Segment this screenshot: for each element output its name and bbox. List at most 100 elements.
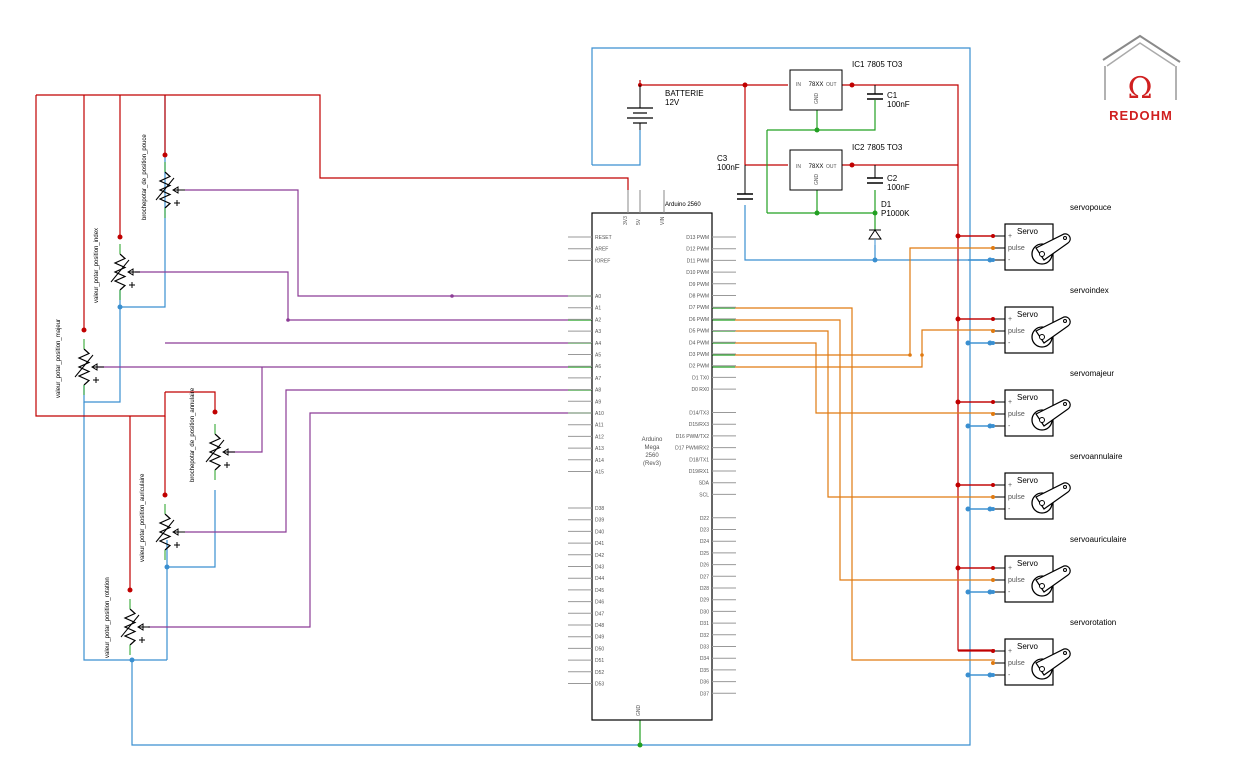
pin-label-d40: D40 bbox=[595, 529, 604, 535]
servo-pin-label: + bbox=[1008, 648, 1012, 655]
ground-wires bbox=[83, 47, 995, 746]
servo-name: servoannulaire bbox=[1070, 452, 1123, 461]
d1-ref: D1 bbox=[881, 200, 892, 209]
servo-pin-label: - bbox=[1008, 589, 1011, 596]
pin-label-d29: D29 bbox=[700, 598, 709, 604]
ic1-name: 7805 TO3 bbox=[867, 60, 903, 69]
potentiometer-1: brochepotar_de_position_pouce bbox=[142, 134, 185, 220]
pin-label-d16-pwm-tx2: D16 PWM/TX2 bbox=[676, 434, 710, 440]
pin-label-d39: D39 bbox=[595, 518, 604, 524]
servo-horn-icon bbox=[1031, 482, 1071, 514]
pin-label-d53: D53 bbox=[595, 682, 604, 688]
ic1-chip: 78XX bbox=[809, 82, 824, 88]
ic2-out: OUT bbox=[826, 164, 837, 170]
pin-label-d9-pwm: D9 PWM bbox=[689, 282, 709, 288]
regulator-ic2: 78XX IN OUT GND IC2 7805 TO3 bbox=[789, 143, 903, 191]
pin-label-d7-pwm: D7 PWM bbox=[689, 305, 709, 311]
servo-title: Servo bbox=[1017, 642, 1038, 651]
diode-d1: D1 P1000K bbox=[868, 200, 910, 245]
pin-label-d0-rx0: D0 RX0 bbox=[691, 387, 709, 393]
pin-label-d45: D45 bbox=[595, 588, 604, 594]
servo-name: servomajeur bbox=[1070, 369, 1114, 378]
servo-pin-label: + bbox=[1008, 565, 1012, 572]
potentiometer-6: valeur_potar_position_rotation bbox=[105, 577, 150, 658]
battery-name: BATTERIE bbox=[665, 89, 704, 98]
potentiometer-label: brochepotar_de_position_pouce bbox=[142, 134, 148, 220]
arduino-name-3: 2560 bbox=[645, 453, 659, 459]
pin-label-a0: A0 bbox=[595, 294, 601, 300]
pin-label-d24: D24 bbox=[700, 539, 709, 545]
potentiometer-4: brochepotar_de_position_annulaire bbox=[190, 387, 235, 482]
servo-title: Servo bbox=[1017, 476, 1038, 485]
battery: BATTERIE 12V bbox=[627, 85, 704, 130]
arduino-pins: RESETAREFIOREFA0A1A2A3A4A5A6A7A8A9A10A11… bbox=[568, 235, 736, 697]
pin-label-d1-tx0: D1 TX0 bbox=[692, 375, 709, 381]
regulator-ic1: 78XX IN OUT GND IC1 7805 TO3 bbox=[789, 60, 903, 111]
pin-label-a11: A11 bbox=[595, 423, 604, 429]
servo-horn-icon bbox=[1031, 233, 1071, 265]
pin-label-a8: A8 bbox=[595, 388, 601, 394]
servo-pin-label: + bbox=[1008, 233, 1012, 240]
pin-label-d32: D32 bbox=[700, 633, 709, 639]
pin-label-a6: A6 bbox=[595, 364, 601, 370]
pin-label-d8-pwm: D8 PWM bbox=[689, 294, 709, 300]
pin-label-a14: A14 bbox=[595, 458, 604, 464]
pin-label-d19-rx1: D19/RX1 bbox=[689, 469, 710, 475]
pin-label-d48: D48 bbox=[595, 623, 604, 629]
arduino-name-4: (Rev3) bbox=[643, 461, 661, 467]
potentiometer-label: valeur_potar_position_index bbox=[94, 228, 100, 303]
pin-label-d26: D26 bbox=[700, 563, 709, 569]
pin-label-d11-pwm: D11 PWM bbox=[687, 258, 709, 264]
servo-pin-label: - bbox=[1008, 423, 1011, 430]
servo-title: Servo bbox=[1017, 393, 1038, 402]
servo-name: servorotation bbox=[1070, 618, 1116, 627]
servos: servopouceServo+pulse-servoindexServo+pu… bbox=[958, 203, 1127, 686]
pin-label-d23: D23 bbox=[700, 528, 709, 534]
pin-label-d28: D28 bbox=[700, 586, 709, 592]
servo-pin-label: pulse bbox=[1008, 577, 1025, 584]
servo-pin-label: - bbox=[1008, 257, 1011, 264]
pin-label-d44: D44 bbox=[595, 576, 604, 582]
pin-label-d6-pwm: D6 PWM bbox=[689, 317, 709, 323]
pin-label-reset: RESET bbox=[595, 235, 612, 241]
potentiometers: brochepotar_de_position_pouce valeur_pota… bbox=[56, 134, 235, 658]
potentiometer-5: valeur_potar_position_auriculaire bbox=[140, 473, 185, 562]
potentiometer-label: valeur_potar_position_majeur bbox=[56, 319, 62, 398]
pwm-wires bbox=[735, 247, 995, 661]
servo-pin-label: pulse bbox=[1008, 411, 1025, 418]
servo-title: Servo bbox=[1017, 310, 1038, 319]
pin-label-d33: D33 bbox=[700, 645, 709, 651]
pin-label-d37: D37 bbox=[700, 691, 709, 697]
servo-pin-label: pulse bbox=[1008, 245, 1025, 252]
pin-3v3: 3V3 bbox=[623, 216, 629, 225]
potentiometer-3: valeur_potar_position_majeur bbox=[56, 319, 104, 398]
pin-label-d35: D35 bbox=[700, 668, 709, 674]
wires bbox=[35, 47, 995, 746]
c2-value: 100nF bbox=[887, 183, 910, 192]
battery-value: 12V bbox=[665, 98, 680, 107]
pin-label-d27: D27 bbox=[700, 574, 709, 580]
pin-label-d46: D46 bbox=[595, 600, 604, 606]
servo-pin-label: - bbox=[1008, 672, 1011, 679]
pin-label-a9: A9 bbox=[595, 399, 601, 405]
servo-pin-label: pulse bbox=[1008, 328, 1025, 335]
omega-icon: Ω bbox=[1128, 71, 1153, 106]
pin-label-d52: D52 bbox=[595, 670, 604, 676]
pin-label-d15-rx3: D15/RX3 bbox=[689, 422, 710, 428]
redohm-logo: Ω REDOHM bbox=[1102, 34, 1181, 123]
c2-ref: C2 bbox=[887, 174, 898, 183]
pin-label-d5-pwm: D5 PWM bbox=[689, 329, 709, 335]
pin-label-d3-pwm: D3 PWM bbox=[689, 352, 709, 358]
pin-label-d38: D38 bbox=[595, 506, 604, 512]
pin-label-a1: A1 bbox=[595, 306, 601, 312]
pin-label-a4: A4 bbox=[595, 341, 601, 347]
servo-title: Servo bbox=[1017, 559, 1038, 568]
pin-label-a13: A13 bbox=[595, 446, 604, 452]
pin-label-d30: D30 bbox=[700, 609, 709, 615]
servo-pin-label: + bbox=[1008, 399, 1012, 406]
servo-pin-label: - bbox=[1008, 340, 1011, 347]
potentiometer-2: valeur_potar_position_index bbox=[94, 228, 140, 303]
